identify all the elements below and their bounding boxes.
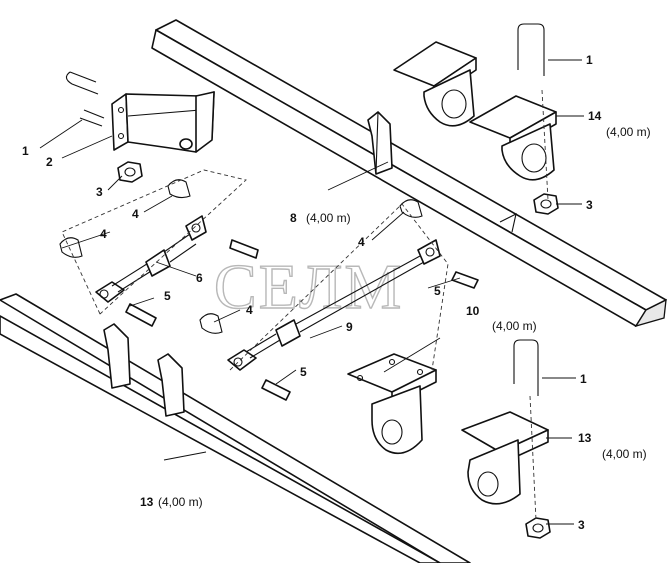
u-bolt-lower-right [513,339,539,396]
qty-8: (4,00 m) [306,211,351,225]
label-9: 9 [346,320,353,334]
u-bolt-left [65,71,105,127]
nut-lower-right [525,517,551,539]
u-bolt-top-right [517,23,545,76]
label-3-left: 3 [96,185,103,199]
upper-beam-part-8 [151,19,667,328]
label-5-right: 5 [434,284,441,298]
bracket-part-2 [111,91,215,153]
leader-lines [39,59,584,525]
label-5-left: 5 [164,289,171,303]
label-2: 2 [46,155,53,169]
label-8: 8 [290,211,297,225]
nut-upper-right [533,193,559,215]
label-13: 13 [140,495,154,509]
label-4-left: 4 [100,227,107,241]
bracket-part-14 [469,95,557,181]
label-10: 10 [466,304,480,318]
label-1-lower-right: 1 [580,372,587,386]
dashed-guide-4 [529,395,537,521]
label-5-bottom: 5 [300,365,307,379]
label-3-lower-right: 3 [578,518,585,532]
bracket-upper-right-a [393,41,477,127]
label-4-top: 4 [132,207,139,221]
bracket-part-10 [347,353,437,455]
label-1-left: 1 [22,144,29,158]
nut-left [117,161,143,183]
qty-13: (4,00 m) [158,495,203,509]
pins-part-5 [125,239,479,401]
label-1-top-right: 1 [586,53,593,67]
part-labels: 1 14 3 1 2 3 4 4 5 6 4 5 4 9 5 10 1 13 3… [22,53,602,532]
bracket-part-11 [461,411,549,505]
dashed-guide-1 [61,169,247,315]
quantity-notes: (4,00 m) (4,00 m) (4,00 m) (4,00 m) (4,0… [158,125,651,509]
label-11: 13 [578,431,592,445]
label-14: 14 [588,109,602,123]
label-4-center: 4 [246,303,253,317]
label-6: 6 [196,271,203,285]
label-4-right: 4 [358,235,365,249]
lower-beam-part-13 [0,293,471,563]
qty-10: (4,00 m) [492,319,537,333]
dashed-guide-3 [541,89,549,201]
dashed-guide-2 [229,203,449,371]
turnbuckle-part-6 [95,215,207,303]
qty-11: (4,00 m) [602,447,647,461]
watermark-text: СЕЛМ [214,251,403,322]
qty-14: (4,00 m) [606,125,651,139]
clips-part-4 [59,179,423,334]
label-3-upper-right: 3 [586,198,593,212]
